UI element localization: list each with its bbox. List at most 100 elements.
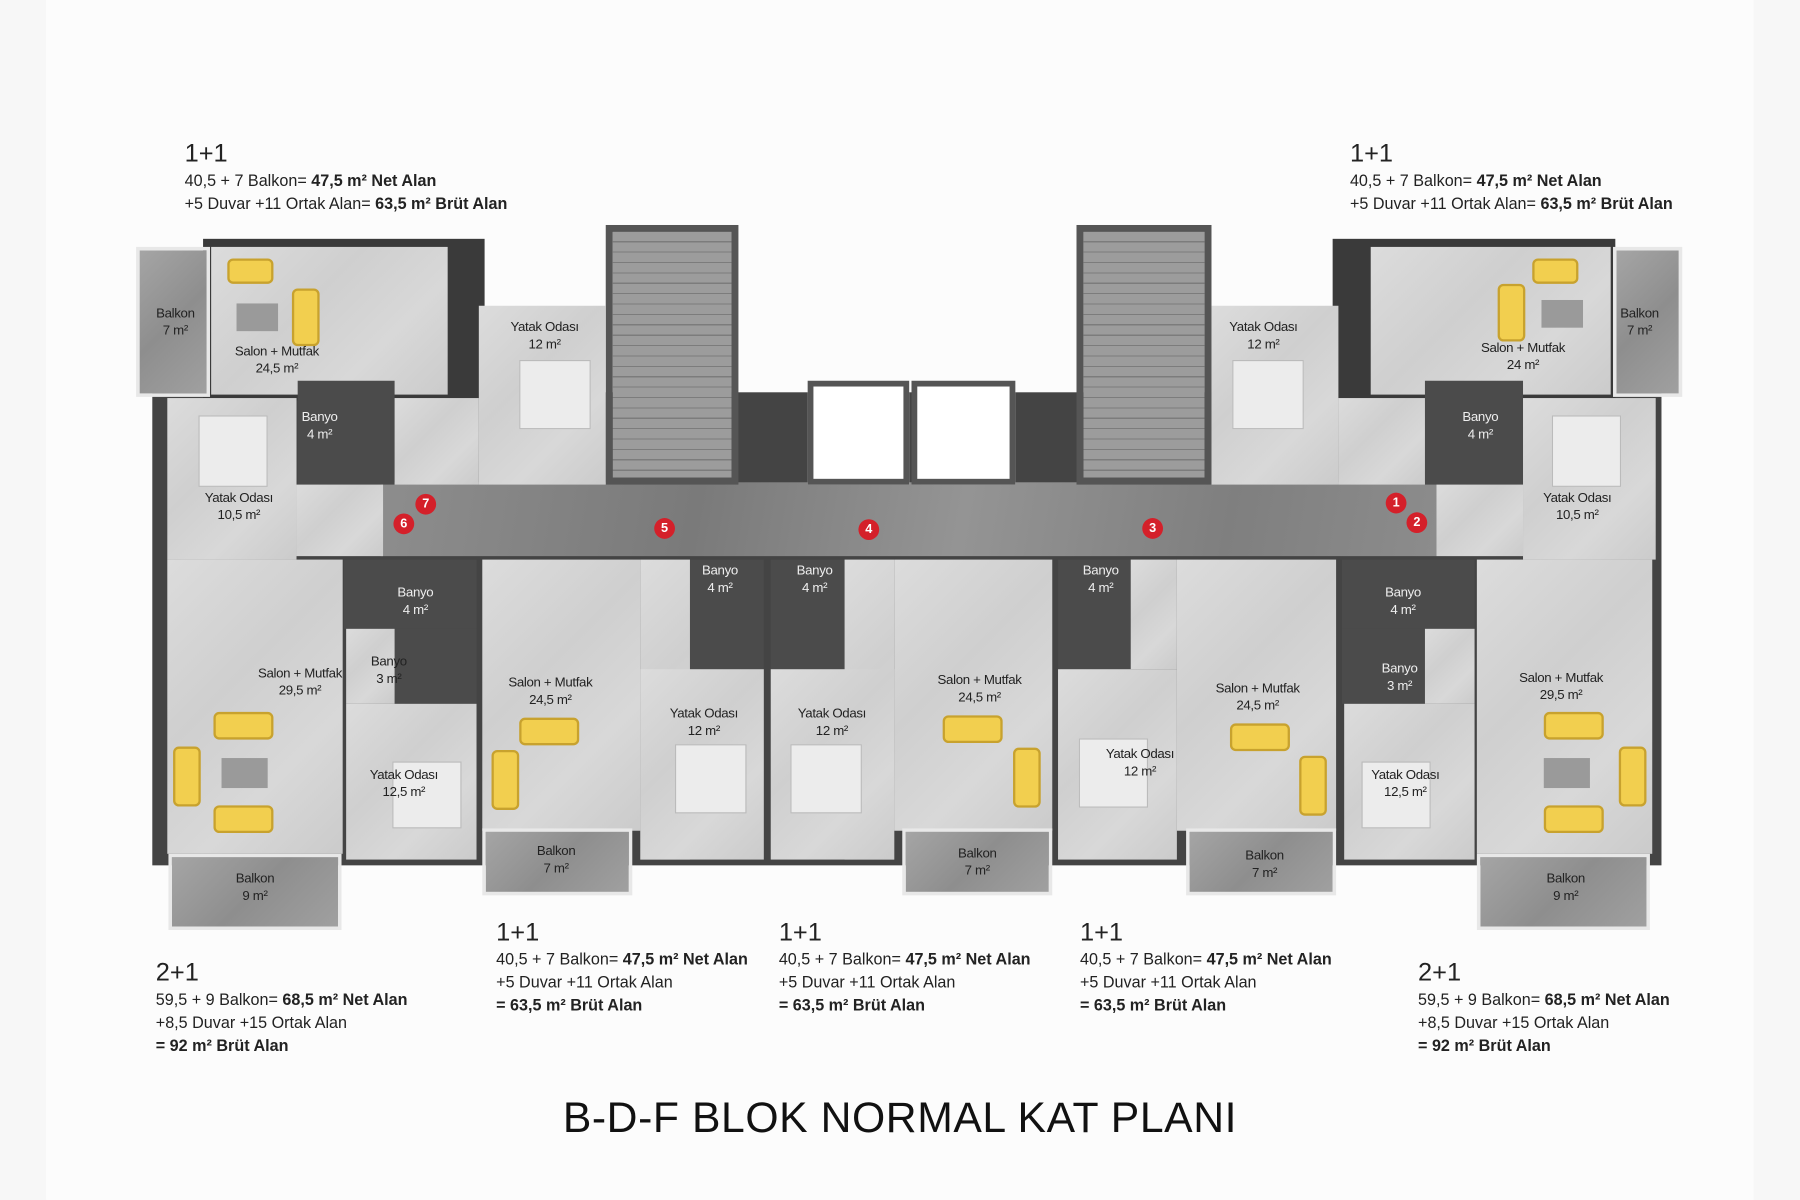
entrance-marker-3: 3	[1142, 518, 1164, 539]
room-area: 7 m²	[162, 324, 189, 339]
room-area: 7 m²	[964, 864, 991, 879]
room-bathroom	[343, 559, 477, 629]
bed-icon	[198, 415, 268, 487]
unit-type: 2+1	[1418, 957, 1462, 987]
gross-area: 63,5 m² Brüt Alan	[375, 193, 508, 213]
room-area: 12 m²	[687, 724, 721, 739]
room-name: Salon + Mutfak	[234, 344, 319, 359]
room-area: 4 m²	[1390, 603, 1416, 618]
gross-area: = 63,5 m² Brüt Alan	[778, 995, 925, 1015]
room-area: 3 m²	[376, 672, 402, 687]
area-text: 40,5 + 7 Balkon=	[496, 949, 623, 969]
gross-area: = 92 m² Brüt Alan	[155, 1036, 289, 1055]
room-name: Yatak Odası	[1371, 768, 1440, 783]
area-text: +5 Duvar +11 Ortak Alan	[778, 972, 956, 992]
room-area: 3 m²	[1386, 679, 1413, 694]
table-icon	[221, 758, 268, 789]
unit-type: 1+1	[1079, 917, 1124, 947]
room-label: Salon + Mutfak 24,5 m²	[235, 344, 319, 379]
unit-caption-bottom-left: 2+1 59,5 + 9 Balkon= 68,5 m² Net Alan +8…	[156, 958, 408, 1057]
sofa-icon	[1229, 723, 1290, 752]
room-bathroom	[394, 628, 477, 704]
room-area: 9 m²	[242, 889, 268, 904]
entrance-marker-5: 5	[654, 518, 675, 539]
bed-icon	[519, 359, 591, 430]
sofa-icon	[213, 805, 274, 834]
room-name: Balkon	[1546, 872, 1585, 887]
area-text: 40,5 + 7 Balkon=	[1079, 949, 1207, 969]
room-label: Balkon 7 m²	[958, 846, 997, 881]
room-bathroom	[297, 380, 395, 485]
page-title: B-D-F BLOK NORMAL KAT PLANI	[562, 1093, 1238, 1142]
room-name: Salon + Mutfak	[937, 673, 1022, 688]
net-area: 47,5 m² Net Alan	[1476, 170, 1602, 190]
room-name: Balkon	[958, 846, 997, 861]
bed-icon	[1551, 415, 1622, 487]
sofa-icon	[213, 711, 274, 740]
room-area: 7 m²	[1626, 324, 1653, 339]
room-area: 4 m²	[707, 581, 733, 596]
room-area: 12 m²	[1123, 764, 1157, 779]
sofa-icon	[291, 288, 320, 347]
unit-caption-bottom-c: 1+1 40,5 + 7 Balkon= 47,5 m² Net Alan +5…	[1080, 917, 1332, 1016]
entrance-marker-1: 1	[1385, 492, 1407, 514]
area-text: +8,5 Duvar +15 Ortak Alan	[1418, 1013, 1610, 1032]
area-text: 40,5 + 7 Balkon=	[1349, 170, 1477, 190]
room-name: Banyo	[397, 586, 434, 600]
area-text: +5 Duvar +11 Ortak Alan	[496, 972, 673, 992]
room-name: Balkon	[536, 844, 576, 859]
area-text: +5 Duvar +11 Ortak Alan=	[1349, 193, 1541, 213]
net-area: 47,5 m² Net Alan	[311, 170, 437, 190]
sofa-icon	[491, 749, 520, 810]
room-balcony	[136, 246, 210, 397]
net-area: 47,5 m² Net Alan	[1206, 949, 1332, 969]
room-area: 24,5 m²	[529, 693, 572, 708]
room-area: 29,5 m²	[1539, 688, 1583, 703]
room-name: Banyo	[1462, 410, 1499, 425]
room-name: Banyo	[1082, 564, 1119, 579]
gross-area: = 63,5 m² Brüt Alan	[496, 995, 643, 1015]
bed-icon	[392, 761, 462, 829]
room-bathroom	[1424, 380, 1524, 485]
room-area: 4 m²	[1467, 428, 1494, 442]
table-icon	[1543, 758, 1590, 789]
room-hall	[346, 628, 395, 704]
room-area: 12 m²	[1247, 338, 1280, 352]
room-area: 12 m²	[815, 724, 849, 739]
room-bathroom	[1341, 559, 1475, 629]
bed-icon	[790, 744, 862, 814]
room-area: 24,5 m²	[255, 362, 299, 377]
room-area: 4 m²	[307, 428, 333, 442]
entrance-marker-2: 2	[1406, 512, 1428, 534]
sofa-icon	[1497, 283, 1526, 342]
room-area: 7 m²	[543, 861, 570, 876]
room-balcony	[1613, 246, 1683, 397]
room-name: Yatak Odası	[669, 707, 739, 722]
sofa-icon	[1299, 755, 1327, 816]
sofa-icon	[519, 717, 580, 746]
net-area: 68,5 m² Net Alan	[282, 989, 408, 1009]
entrance-marker-4: 4	[858, 519, 880, 540]
room-name: Salon + Mutfak	[508, 676, 593, 690]
room-balcony	[1186, 828, 1337, 896]
room-hall	[394, 398, 479, 485]
room-name: Banyo	[1385, 586, 1421, 600]
unit-caption-top-left: 1+1 40,5 + 7 Balkon= 47,5 m² Net Alan +5…	[185, 138, 508, 214]
room-area: 29,5 m²	[278, 684, 322, 699]
room-bathroom	[689, 559, 764, 670]
sofa-icon	[1543, 711, 1604, 740]
sofa-icon	[1618, 746, 1647, 807]
